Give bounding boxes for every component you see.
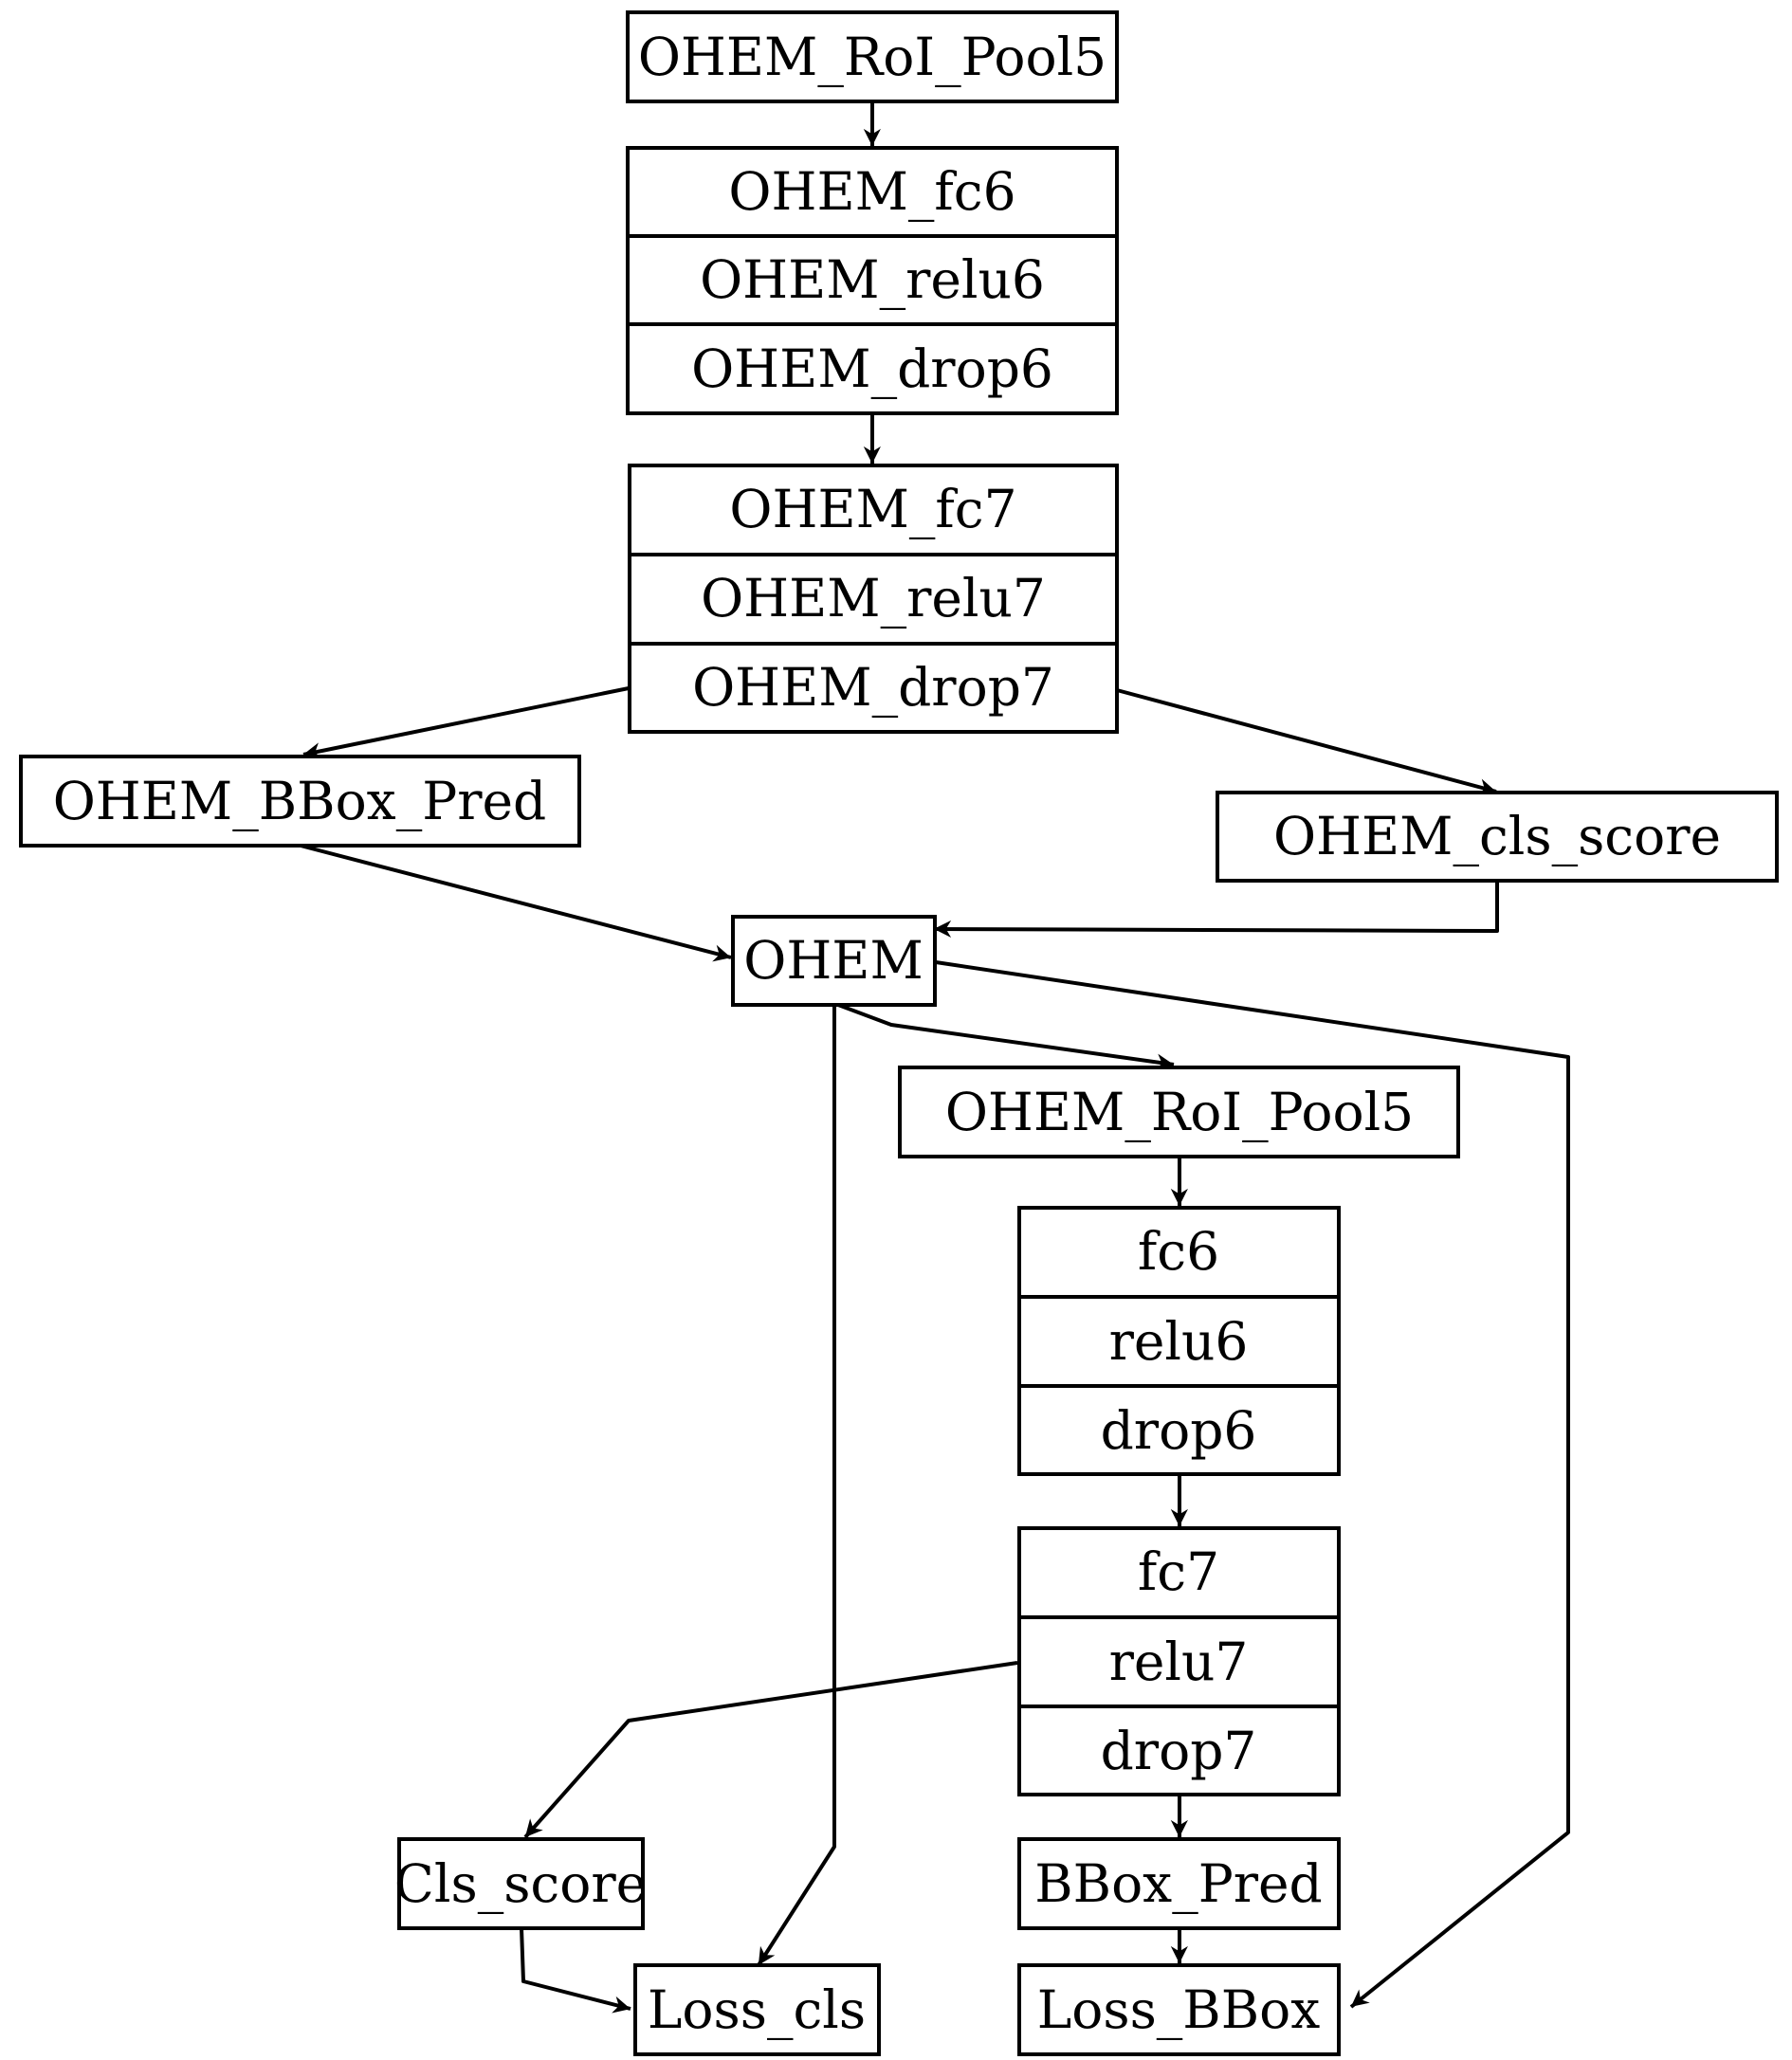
- node-label: OHEM_relu6: [700, 249, 1045, 310]
- edge-ohem-to-losscls: [757, 1005, 836, 1967]
- node-bbox-pred: BBox_Pred: [1017, 1837, 1341, 1930]
- edge-fc7block-to-clsscore-bottom: [523, 1661, 1018, 1839]
- node-label: OHEM_RoI_Pool5: [945, 1082, 1414, 1142]
- node-ohem-bbox-pred: OHEM_BBox_Pred: [19, 755, 581, 848]
- node-label: drop7: [1101, 1721, 1257, 1781]
- node-label: OHEM_fc7: [729, 479, 1016, 539]
- node-fc6-block: fc6 relu6 drop6: [1017, 1206, 1341, 1476]
- edge-bboxpred-to-ohem: [300, 844, 732, 962]
- node-fc7-block: fc7 relu7 drop7: [1017, 1526, 1341, 1796]
- edge-clsscore-to-losscls: [520, 1927, 631, 2014]
- node-label: drop6: [1101, 1400, 1257, 1461]
- node-label: OHEM_drop7: [692, 657, 1054, 718]
- node-label: OHEM_RoI_Pool5: [638, 27, 1106, 87]
- node-label: Cls_score: [394, 1853, 647, 1914]
- node-loss-cls: Loss_cls: [633, 1963, 881, 2056]
- node-label: OHEM_cls_score: [1273, 806, 1721, 866]
- edge-ohem-to-lossbbox: [935, 960, 1570, 2009]
- node-ohem: OHEM: [731, 915, 937, 1007]
- node-label: OHEM: [743, 930, 923, 991]
- node-label: fc6: [1138, 1221, 1219, 1282]
- node-ohem-fc6-block: OHEM_fc6 OHEM_relu6 OHEM_drop6: [626, 146, 1119, 415]
- node-label: BBox_Pred: [1034, 1853, 1323, 1914]
- edge-fc7block-to-bboxpred: [302, 686, 630, 760]
- edge-clsscore-to-ohem: [933, 882, 1499, 939]
- node-ohem-roi-pool5-top: OHEM_RoI_Pool5: [626, 10, 1119, 103]
- node-label: OHEM_BBox_Pred: [53, 771, 547, 831]
- edge-ohem-to-roipool5-bottom: [837, 1003, 1175, 1071]
- node-cls-score: Cls_score: [394, 1837, 647, 1930]
- node-ohem-fc7-block: OHEM_fc7 OHEM_relu7 OHEM_drop7: [628, 464, 1119, 734]
- node-loss-bbox: Loss_BBox: [1017, 1963, 1341, 2056]
- node-label: OHEM_relu7: [701, 568, 1046, 629]
- node-label: Loss_BBox: [1037, 1979, 1321, 2040]
- node-label: OHEM_fc6: [728, 161, 1015, 222]
- node-label: fc7: [1138, 1541, 1219, 1602]
- node-label: Loss_cls: [648, 1979, 866, 2040]
- node-label: relu6: [1109, 1311, 1249, 1372]
- node-label: OHEM_drop6: [691, 338, 1053, 399]
- edge-fc7block-to-clsscore: [1116, 688, 1497, 796]
- node-ohem-cls-score: OHEM_cls_score: [1216, 791, 1779, 883]
- edges: [300, 102, 1570, 2014]
- node-ohem-roi-pool5-bottom: OHEM_RoI_Pool5: [898, 1066, 1460, 1158]
- node-label: relu7: [1109, 1632, 1249, 1692]
